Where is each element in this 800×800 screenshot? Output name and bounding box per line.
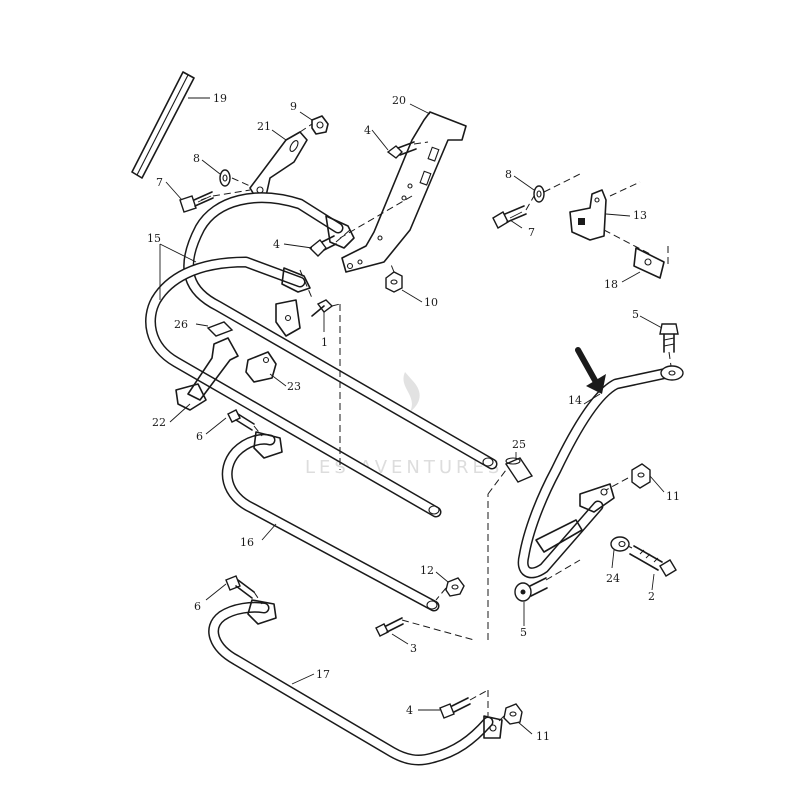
callout-18: 18 (604, 278, 618, 291)
callout-11-upper: 11 (666, 490, 680, 503)
part-6-screw-upper (227, 409, 255, 431)
callout-4-lower: 4 (406, 704, 413, 717)
part-22-support-post (175, 337, 239, 411)
part-12-nut (445, 577, 465, 597)
part-5-bolt-top (659, 323, 679, 353)
part-19-trim-strip (131, 71, 195, 179)
callout-8-right: 8 (505, 168, 512, 181)
callout-4-top: 4 (364, 124, 371, 137)
part-8-washer-left (219, 169, 231, 187)
part-9-clip-nut (311, 115, 329, 135)
callout-15: 15 (147, 232, 161, 245)
callout-12: 12 (420, 564, 434, 577)
part-13-bracket (569, 189, 607, 241)
callout-8-left: 8 (193, 152, 200, 165)
part-21-bracket (249, 131, 308, 199)
leader-lines (159, 97, 665, 735)
part-4-bolt-lower (439, 697, 471, 719)
part-7-bolt-right (492, 205, 527, 229)
callout-3: 3 (410, 642, 417, 655)
part-15-upper-tube-frame (145, 192, 498, 518)
callout-21: 21 (257, 120, 271, 133)
callout-16: 16 (240, 536, 254, 549)
callout-13: 13 (633, 209, 647, 222)
callout-23: 23 (287, 380, 301, 393)
callout-10: 10 (424, 296, 438, 309)
callout-22: 22 (152, 416, 166, 429)
callout-24: 24 (606, 572, 620, 585)
part-8-washer-right (533, 185, 545, 203)
part-16-middle-tube-frame (221, 431, 440, 612)
watermark: LES AVENTURES (305, 372, 503, 478)
watermark-logo-icon (403, 372, 420, 412)
part-14-side-tube-frame (517, 365, 684, 579)
callout-9: 9 (290, 100, 297, 113)
part-2-long-bolt (629, 545, 677, 577)
part-17-lower-tube-frame (208, 599, 503, 766)
part-5-bolt-lower (514, 577, 548, 602)
part-6-screw-lower (225, 575, 255, 599)
callout-17: 17 (316, 668, 330, 681)
callout-2: 2 (648, 590, 655, 603)
arrow-pointer-icon (575, 347, 606, 394)
assembly-lines (212, 123, 672, 723)
callout-6-upper: 6 (196, 430, 203, 443)
callout-1: 1 (321, 336, 328, 349)
callout-5-lower: 5 (520, 626, 527, 639)
callout-7-left: 7 (156, 176, 163, 189)
part-4-bolt-top (386, 141, 417, 159)
callout-labels: 19 9 20 21 4 8 7 8 13 7 15 4 10 18 5 26 … (147, 92, 680, 743)
callout-6-lower: 6 (194, 600, 201, 613)
callout-26: 26 (174, 318, 188, 331)
part-4-bolt-middle (308, 235, 337, 257)
part-26-label (206, 321, 234, 337)
callout-5-top: 5 (632, 308, 639, 321)
part-10-nut (385, 271, 403, 293)
watermark-text: LES AVENTURES (305, 457, 503, 478)
callout-20: 20 (392, 94, 406, 107)
part-11-nut-lower (503, 703, 523, 725)
callout-19: 19 (213, 92, 227, 105)
part-18-clip-nut (633, 247, 665, 279)
callout-7-right: 7 (528, 226, 535, 239)
part-7-bolt-left (179, 191, 214, 213)
callout-4-middle: 4 (273, 238, 280, 251)
callout-11-lower: 11 (536, 730, 550, 743)
part-3-screw (375, 617, 404, 637)
part-20-mounting-plate (341, 111, 467, 273)
part-11-nut-upper (631, 463, 651, 489)
part-23-clamp (245, 299, 301, 383)
part-1-screw (311, 299, 334, 317)
part-25-spacer-sleeve (504, 457, 534, 483)
callout-14: 14 (568, 394, 582, 407)
part-24-spacer (610, 536, 630, 552)
callout-25: 25 (512, 438, 526, 451)
